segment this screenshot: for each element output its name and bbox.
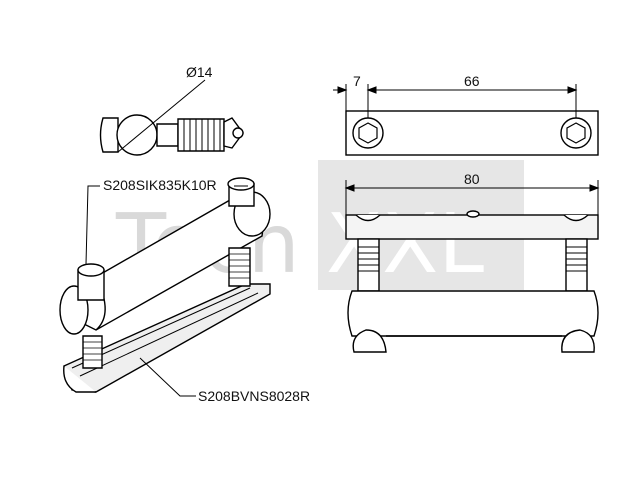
left-offset-dimension-label: 7 <box>353 73 361 89</box>
thread-hatching <box>83 253 250 361</box>
screw-part-label: S208SIK835K10R <box>103 177 217 193</box>
front-view-dimension <box>344 180 600 215</box>
overall-length-dimension-label: 80 <box>464 171 480 187</box>
hole-spacing-dimension-label: 66 <box>464 73 480 89</box>
top-view <box>345 110 599 156</box>
leader-lines <box>85 185 248 397</box>
isometric-assembly-view <box>59 177 271 393</box>
screw-detail-view <box>99 79 244 156</box>
watermark-text-xxl: XXL <box>326 197 484 292</box>
top-view-dimensions <box>333 84 578 118</box>
slot-nut-part-label: S208BVNS8028R <box>198 388 310 404</box>
diameter-dimension-label: Ø14 <box>186 64 213 80</box>
front-view-thread-hatching <box>358 246 587 272</box>
